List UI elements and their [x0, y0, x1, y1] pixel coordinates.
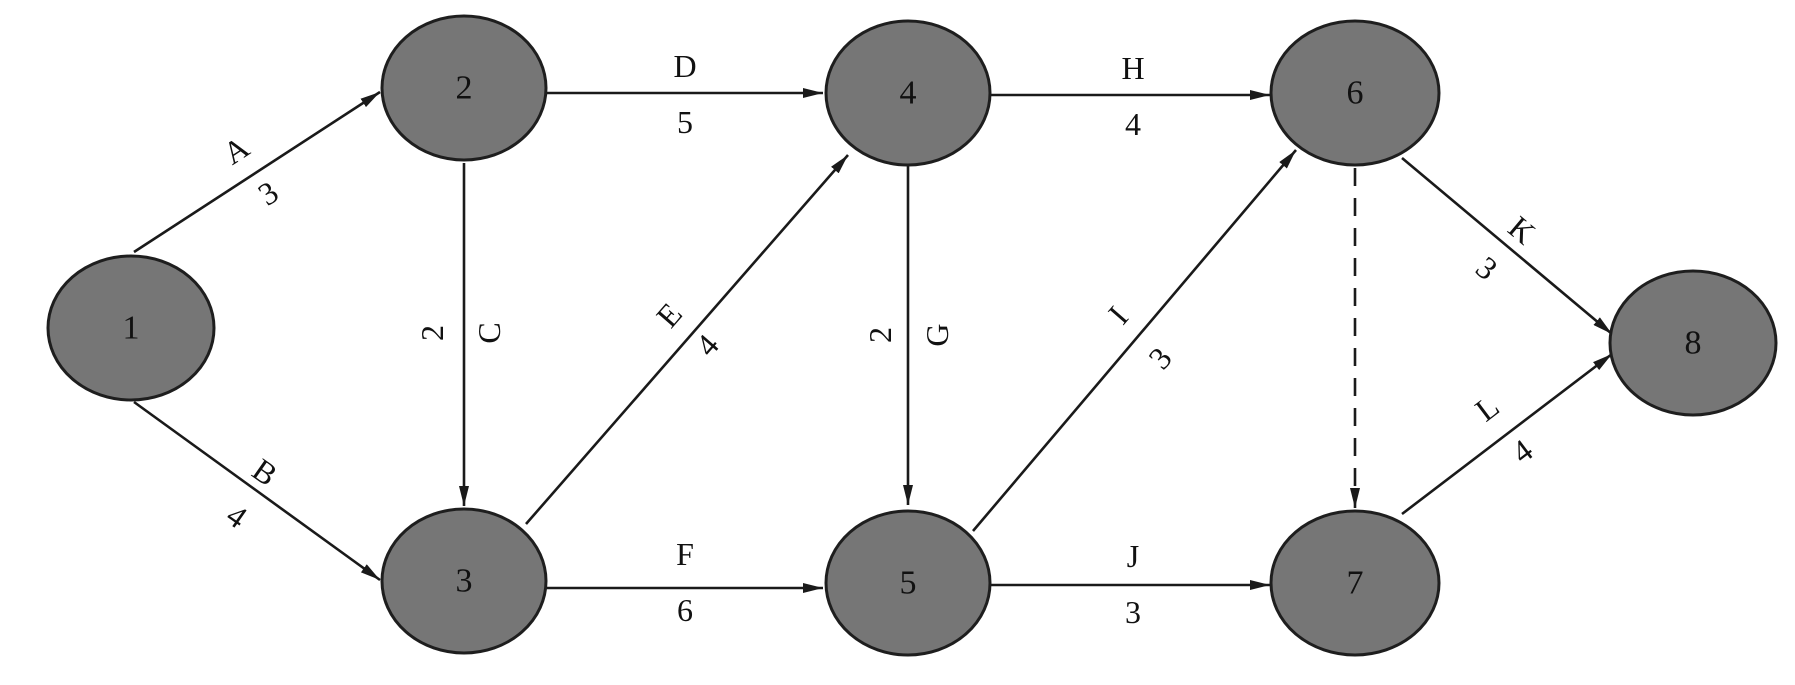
- edge-duration-label-5-6: 3: [1141, 340, 1179, 376]
- edge-duration-label-1-2: 3: [251, 174, 284, 213]
- edge-1-3: [133, 400, 381, 582]
- edge-duration-label-3-5: 6: [677, 592, 693, 628]
- edge-activity-label-2-3: C: [471, 322, 507, 343]
- node-7: 7: [1269, 509, 1441, 657]
- node-circle-3: [380, 507, 548, 655]
- nodes-layer: 1 2 3 4 5 6 7 8: [46, 14, 1778, 657]
- edge-duration-label-4-5: 2: [862, 327, 898, 343]
- edge-duration-label-4-6: 4: [1125, 106, 1141, 142]
- edge-duration-label-7-8: 4: [1505, 432, 1539, 470]
- node-label-4: 4: [900, 75, 917, 112]
- edge-activity-label-4-6: H: [1121, 50, 1144, 86]
- edge-7-8: [1401, 352, 1613, 516]
- node-label-2: 2: [456, 70, 473, 107]
- node-8: 8: [1608, 269, 1778, 417]
- node-circle-4: [824, 19, 992, 167]
- node-circle-8: [1608, 269, 1778, 417]
- edge-activity-label-7-8: L: [1468, 388, 1505, 429]
- node-3: 3: [380, 507, 548, 655]
- edge-duration-label-1-3: 4: [220, 497, 254, 536]
- edge-duration-label-5-7: 3: [1125, 594, 1141, 630]
- edge-activity-label-3-5: F: [676, 536, 694, 572]
- node-circle-2: [380, 14, 548, 162]
- edge-5-6: [972, 149, 1297, 532]
- edge-activity-label-6-8: K: [1502, 209, 1543, 251]
- edge-6-8: [1401, 157, 1613, 335]
- node-label-8: 8: [1685, 325, 1702, 362]
- node-label-5: 5: [900, 565, 917, 602]
- node-5: 5: [824, 509, 992, 657]
- node-1: 1: [46, 254, 216, 402]
- edge-duration-label-2-4: 5: [677, 104, 693, 140]
- edge-duration-label-6-8: 3: [1469, 249, 1504, 287]
- node-6: 6: [1269, 19, 1441, 167]
- edge-activity-label-5-7: J: [1127, 538, 1139, 574]
- edge-activity-label-3-4: E: [649, 296, 689, 334]
- edge-1-2: [133, 90, 381, 254]
- node-circle-7: [1269, 509, 1441, 657]
- edge-3-4: [525, 154, 849, 525]
- node-4: 4: [824, 19, 992, 167]
- node-circle-6: [1269, 19, 1441, 167]
- edge-activity-label-4-5: G: [919, 323, 955, 346]
- edge-duration-label-2-3: 2: [414, 325, 450, 341]
- edge-activity-label-5-6: I: [1101, 299, 1135, 331]
- node-label-1: 1: [123, 310, 140, 347]
- edge-activity-label-1-2: A: [217, 129, 256, 172]
- node-label-3: 3: [456, 563, 473, 600]
- node-circle-5: [824, 509, 992, 657]
- node-circle-1: [46, 254, 216, 402]
- node-label-6: 6: [1347, 75, 1364, 112]
- edge-duration-label-3-4: 4: [688, 327, 726, 363]
- edge-activity-label-2-4: D: [673, 48, 696, 84]
- node-label-7: 7: [1347, 565, 1364, 602]
- node-2: 2: [380, 14, 548, 162]
